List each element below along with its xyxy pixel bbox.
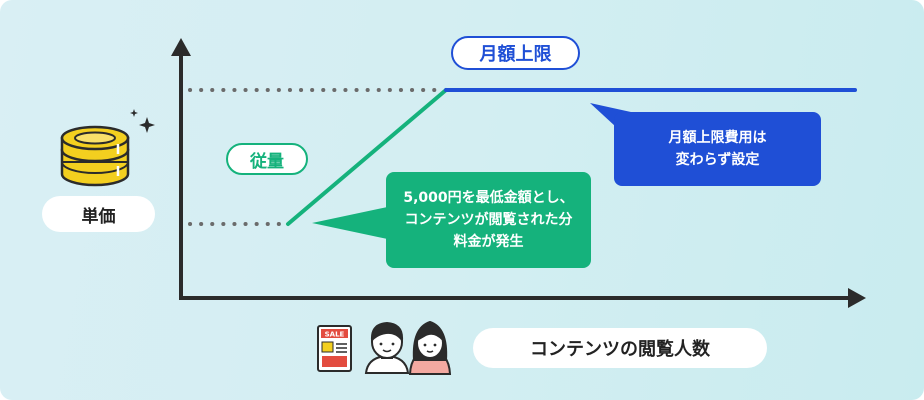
x-axis-arrow	[848, 288, 866, 308]
x-axis-label: コンテンツの閲覧人数	[473, 328, 767, 368]
sale-sign-text: SALE	[325, 331, 345, 339]
usage-line	[286, 88, 448, 226]
cap-callout-line: 変わらず設定	[675, 152, 760, 168]
sale-flyer-icon: SALE	[317, 325, 352, 372]
coin-stack-icon	[60, 125, 130, 187]
unit-price-label: 単価	[42, 196, 155, 232]
green-callout-pointer	[312, 206, 392, 240]
woman-avatar-icon	[408, 320, 452, 375]
y-axis-arrow	[171, 38, 191, 56]
cap-callout: 月額上限費用は 変わらず設定	[614, 112, 821, 186]
sparkle-icon	[130, 109, 155, 133]
usage-callout-line: 料金が発生	[453, 234, 524, 250]
conventional-label: 従量	[226, 143, 308, 175]
cap-label: 月額上限	[451, 36, 580, 70]
usage-callout-line: 5,000円を最低金額とし、	[403, 190, 574, 206]
cap-callout-line: 月額上限費用は	[668, 130, 767, 146]
usage-callout-line: コンテンツが閲覧された分	[404, 212, 573, 228]
usage-callout: 5,000円を最低金額とし、 コンテンツが閲覧された分 料金が発生	[386, 172, 591, 268]
man-avatar-icon	[364, 321, 410, 374]
